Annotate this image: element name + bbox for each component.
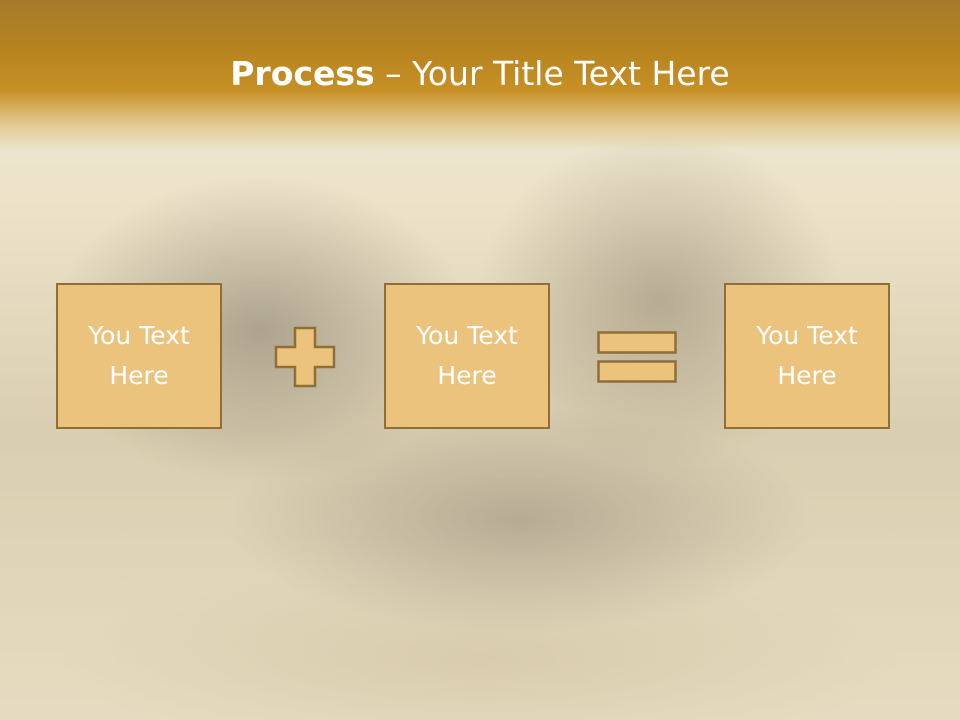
- process-box-3-text: You Text Here: [756, 321, 858, 390]
- equals-icon: [597, 331, 677, 383]
- process-box-1[interactable]: You Text Here: [56, 283, 222, 429]
- process-box-1-text: You Text Here: [88, 321, 190, 390]
- title-band: [0, 0, 960, 150]
- process-box-3[interactable]: You Text Here: [724, 283, 890, 429]
- title-regular-text: – Your Title Text Here: [374, 54, 730, 93]
- process-box-2-text: You Text Here: [416, 321, 518, 390]
- title-bold-text: Process: [230, 54, 375, 93]
- process-box-2[interactable]: You Text Here: [384, 283, 550, 429]
- slide-title[interactable]: Process – Your Title Text Here: [0, 52, 960, 96]
- plus-icon: [274, 326, 336, 388]
